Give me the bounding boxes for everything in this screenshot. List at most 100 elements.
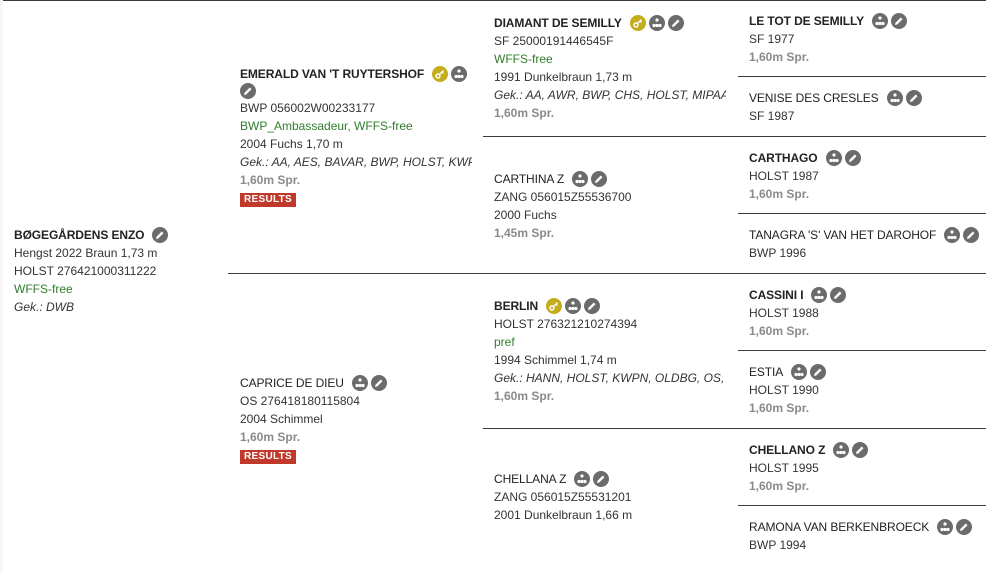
pedigree-tree-icon[interactable] — [833, 442, 850, 458]
horse-registration: SF 1977 — [749, 32, 795, 46]
horse-jump-level: 1,60m Spr. — [749, 401, 810, 415]
pedigree-tree-icon[interactable] — [944, 227, 961, 243]
horse-approvals: Gek.: DWB — [14, 300, 75, 314]
horse-registration: ZANG 056015Z55536700 — [494, 190, 632, 204]
pedigree-tree-icon[interactable] — [886, 90, 903, 106]
horse-root: BØGEGÅRDENS ENZO Hengst 2022 Braun 1,73 … — [14, 226, 214, 316]
horse-name[interactable]: CHELLANA Z — [494, 472, 567, 486]
divider — [738, 213, 986, 214]
pedigree-tree-icon[interactable] — [825, 150, 842, 166]
horse-name[interactable]: EMERALD VAN 'T RUYTERSHOF — [240, 67, 425, 81]
pedigree-tree-icon[interactable] — [871, 13, 888, 29]
edit-pencil-icon[interactable] — [240, 83, 256, 99]
edit-pencil-icon[interactable] — [852, 442, 869, 458]
horse-name[interactable]: DIAMANT DE SEMILLY — [494, 16, 622, 30]
results-button[interactable]: RESULTS — [240, 193, 297, 207]
horse-registration: BWP 056002W00233177 — [240, 101, 376, 115]
horse-name[interactable]: TANAGRA 'S' VAN HET DAROHOF — [749, 228, 937, 242]
horse-name[interactable]: LE TOT DE SEMILLY — [749, 14, 864, 28]
divider — [483, 273, 986, 274]
horse-dam-dam: CHELLANA Z ZANG 056015Z55531201 2001 Dun… — [494, 470, 726, 524]
edit-pencil-icon[interactable] — [584, 298, 601, 314]
horse-approvals: Gek.: HANN, HOLST, KWPN, OLDBG, OS, R... — [494, 371, 726, 385]
edit-pencil-icon[interactable] — [593, 471, 610, 487]
pedigree-tree-icon[interactable] — [937, 519, 954, 535]
horse-registration: ZANG 056015Z55531201 — [494, 490, 632, 504]
edit-pencil-icon[interactable] — [830, 287, 847, 303]
edit-pencil-icon[interactable] — [152, 227, 169, 243]
horse-name[interactable]: CARTHINA Z — [494, 172, 565, 186]
horse-registration: HOLST 276421000311222 — [14, 264, 157, 278]
horse-name[interactable]: CAPRICE DE DIEU — [240, 376, 344, 390]
horse-details: 2001 Dunkelbraun 1,66 m — [494, 508, 633, 522]
horse-status: WFFS-free — [494, 52, 553, 66]
results-button[interactable]: RESULTS — [240, 450, 297, 464]
edit-pencil-icon[interactable] — [370, 375, 387, 391]
horse-name[interactable]: RAMONA VAN BERKENBROECK — [749, 520, 930, 534]
horse-details: 2000 Fuchs — [494, 208, 557, 222]
horse-sire: EMERALD VAN 'T RUYTERSHOF BWP 056002W002… — [240, 65, 472, 207]
pedigree-tree-icon[interactable] — [648, 15, 665, 31]
horse-name[interactable]: CARTHAGO — [749, 151, 818, 165]
edit-pencil-icon[interactable] — [890, 13, 907, 29]
pedigree-tree-icon[interactable] — [791, 364, 808, 380]
key-icon[interactable] — [432, 66, 449, 82]
horse-name[interactable]: BERLIN — [494, 299, 539, 313]
pedigree-tree-icon[interactable] — [811, 287, 828, 303]
horse-jump-level: 1,60m Spr. — [494, 106, 555, 120]
horse-registration: HOLST 276321210274394 — [494, 317, 638, 331]
edit-pencil-icon[interactable] — [591, 171, 608, 187]
horse-approvals: Gek.: AA, AWR, BWP, CHS, HOLST, MIPAAF,.… — [494, 88, 726, 102]
horse-registration: HOLST 1988 — [749, 306, 819, 320]
horse-ssd: VENISE DES CRESLES SF 1987 — [749, 89, 981, 125]
horse-registration: OS 276418180115804 — [240, 394, 360, 408]
horse-dsd: ESTIA HOLST 1990 1,60m Spr. — [749, 363, 981, 417]
horse-dam-sire: BERLIN HOLST 276321210274394 pref 1994 S… — [494, 297, 726, 405]
horse-approvals: Gek.: AA, AES, BAVAR, BWP, HOLST, KWPN,.… — [240, 155, 472, 169]
horse-name[interactable]: BØGEGÅRDENS ENZO — [14, 228, 145, 242]
divider — [228, 273, 483, 274]
horse-details: 2004 Fuchs 1,70 m — [240, 137, 343, 151]
edit-pencil-icon[interactable] — [844, 150, 861, 166]
horse-sdd: TANAGRA 'S' VAN HET DAROHOF BWP 1996 — [749, 226, 983, 262]
horse-jump-level: 1,60m Spr. — [240, 173, 301, 187]
horse-registration: HOLST 1995 — [749, 461, 819, 475]
horse-dds: CHELLANO Z HOLST 1995 1,60m Spr. — [749, 441, 981, 495]
edit-pencil-icon[interactable] — [956, 519, 973, 535]
horse-name[interactable]: CASSINI I — [749, 288, 804, 302]
horse-registration: SF 25000191446545F — [494, 34, 614, 48]
edit-pencil-icon[interactable] — [667, 15, 684, 31]
horse-name[interactable]: CHELLANO Z — [749, 443, 826, 457]
pedigree-tree-icon[interactable] — [565, 298, 582, 314]
horse-dam: CAPRICE DE DIEU OS 276418180115804 2004 … — [240, 374, 472, 464]
divider — [738, 505, 986, 506]
divider — [3, 0, 986, 1]
divider — [483, 428, 986, 429]
horse-details: 2004 Schimmel — [240, 412, 323, 426]
key-icon[interactable] — [546, 298, 563, 314]
horse-registration: BWP 1996 — [749, 246, 807, 260]
horse-registration: HOLST 1987 — [749, 169, 819, 183]
divider — [483, 136, 986, 137]
pedigree-panel — [3, 0, 986, 572]
divider — [738, 76, 986, 77]
horse-details: Hengst 2022 Braun 1,73 m — [14, 246, 158, 260]
horse-sss: LE TOT DE SEMILLY SF 1977 1,60m Spr. — [749, 12, 981, 66]
pedigree-tree-icon[interactable] — [451, 66, 468, 82]
edit-pencil-icon[interactable] — [810, 364, 827, 380]
edit-pencil-icon[interactable] — [905, 90, 922, 106]
horse-status: pref — [494, 335, 515, 349]
horse-name[interactable]: ESTIA — [749, 365, 784, 379]
horse-registration: HOLST 1990 — [749, 383, 819, 397]
key-icon[interactable] — [629, 15, 646, 31]
pedigree-tree-icon[interactable] — [574, 471, 591, 487]
horse-sds: CARTHAGO HOLST 1987 1,60m Spr. — [749, 149, 981, 203]
horse-jump-level: 1,60m Spr. — [749, 479, 810, 493]
horse-jump-level: 1,60m Spr. — [749, 50, 810, 64]
edit-pencil-icon[interactable] — [963, 227, 980, 243]
horse-name[interactable]: VENISE DES CRESLES — [749, 91, 879, 105]
horse-registration: BWP 1994 — [749, 538, 807, 552]
pedigree-tree-icon[interactable] — [351, 375, 368, 391]
pedigree-tree-icon[interactable] — [572, 171, 589, 187]
horse-jump-level: 1,60m Spr. — [494, 389, 555, 403]
